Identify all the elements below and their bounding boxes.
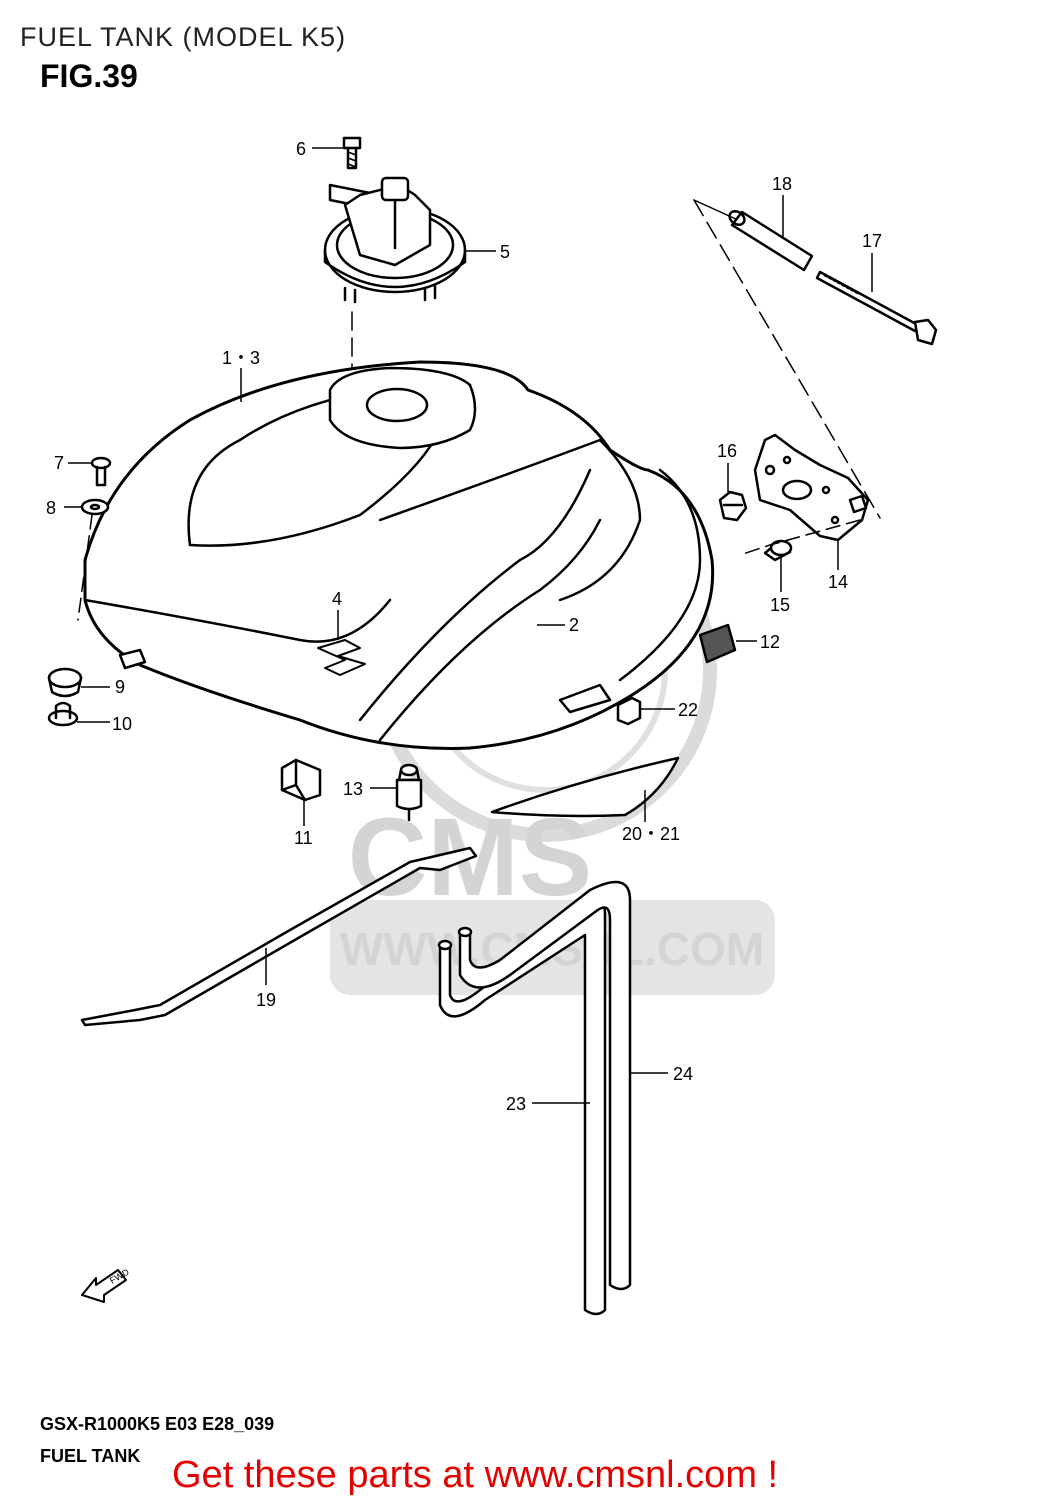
callout-12: 12 (760, 632, 780, 652)
callout-2: 2 (569, 615, 579, 635)
callout-11: 11 (294, 828, 313, 848)
callout-10: 10 (112, 714, 132, 734)
rod-part-19 (80, 846, 478, 1027)
clip-part-11 (280, 758, 322, 802)
bracket-part-14 (753, 433, 870, 542)
callout-18: 18 (772, 174, 792, 194)
callout-4: 4 (332, 589, 342, 609)
callout-9: 9 (115, 677, 125, 697)
callout-8: 8 (46, 498, 56, 518)
model-code: GSX-R1000K5 E03 E28_039 (40, 1414, 275, 1434)
screw-part-7 (90, 456, 112, 487)
sleeve-part-18 (728, 210, 814, 272)
pad-part-12 (698, 623, 737, 664)
callout-16: 16 (717, 441, 737, 461)
damper-part-13 (395, 763, 423, 822)
callout-1-3: 1・3 (222, 348, 260, 368)
callout-13: 13 (343, 779, 363, 799)
cushion-part-22 (616, 696, 642, 726)
callout-5: 5 (500, 242, 510, 262)
fuel-cap-part-5 (323, 176, 467, 304)
grommet-part-9 (47, 667, 83, 698)
bolt-part-6 (342, 136, 362, 170)
fuel-tank-part-1-3 (83, 360, 715, 750)
section-name: FUEL TANK (40, 1446, 141, 1466)
nut-part-16 (718, 490, 748, 522)
promo-link[interactable]: Get these parts at www.cmsnl.com ! (172, 1454, 779, 1496)
washer-part-8 (80, 498, 110, 516)
trim-strip-part-20-21 (490, 756, 680, 818)
emblem-part-4 (317, 639, 366, 676)
callout-22: 22 (678, 700, 698, 720)
callout-19: 19 (256, 990, 276, 1010)
callout-numbers: 6 5 1・3 7 8 4 2 9 10 11 13 12 22 20・21 1… (46, 139, 882, 1114)
callout-24: 24 (673, 1064, 693, 1084)
callout-15: 15 (770, 595, 790, 615)
page-title: FUEL TANK (MODEL K5) (20, 22, 347, 52)
bolt-part-15 (763, 539, 793, 562)
leader-lines (64, 147, 873, 1104)
callout-6: 6 (296, 139, 306, 159)
callout-7: 7 (54, 453, 64, 473)
fwd-arrow-icon (81, 1269, 127, 1303)
callout-17: 17 (862, 231, 882, 251)
hose-part-23 (437, 900, 607, 1316)
hose-part-24 (457, 880, 632, 1291)
long-bolt-part-17 (815, 270, 938, 346)
figure-number: FIG.39 (40, 58, 138, 94)
callout-14: 14 (828, 572, 848, 592)
callout-23: 23 (506, 1094, 526, 1114)
collar-part-10 (47, 701, 79, 727)
callout-20-21: 20・21 (622, 824, 680, 844)
